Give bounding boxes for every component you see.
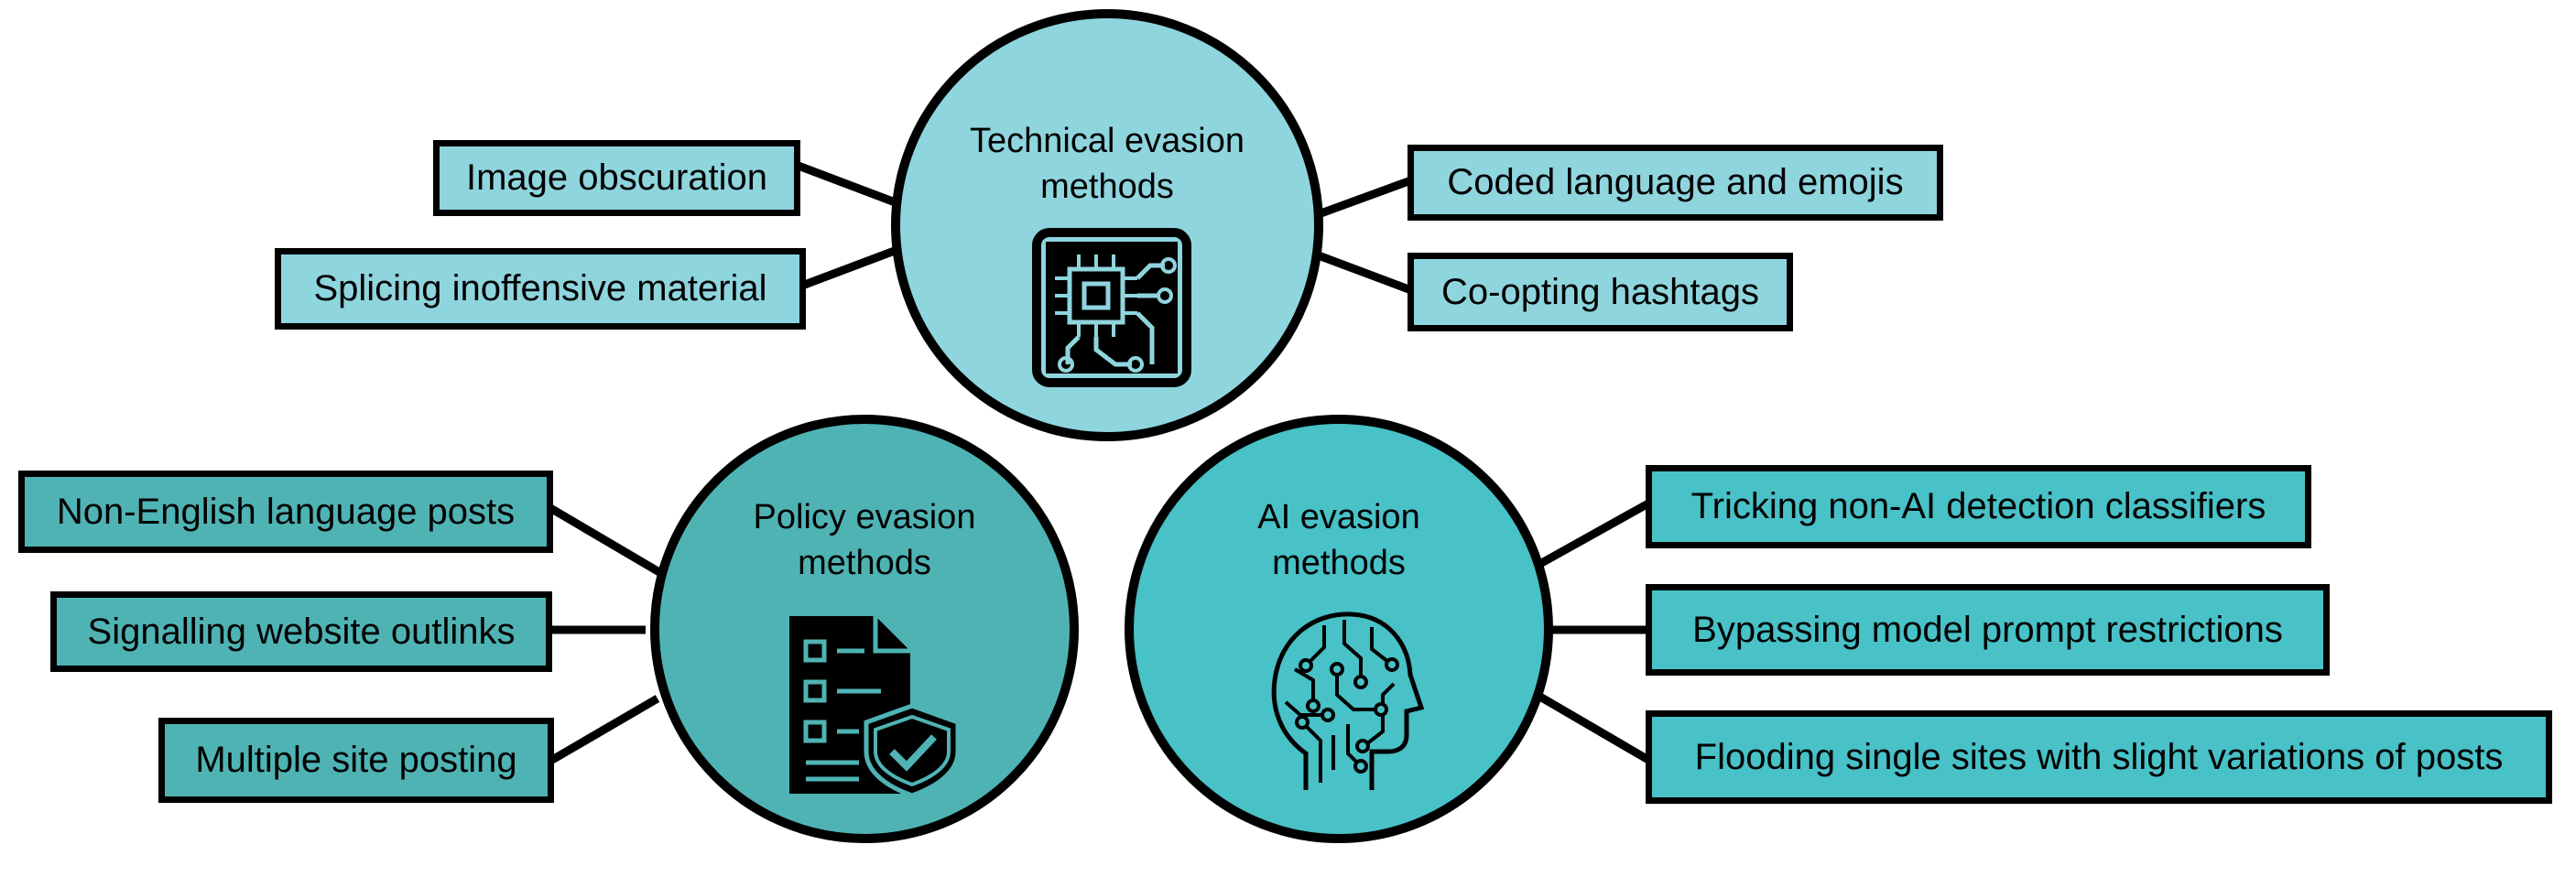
ai-title-line2: methods: [1272, 544, 1406, 582]
document-shield-check-icon: [786, 614, 969, 798]
box-non-english-language-posts: Non-English language posts: [18, 471, 553, 553]
box-splicing-inoffensive-material: Splicing inoffensive material: [275, 248, 806, 330]
connector-tricking: [1534, 500, 1651, 569]
box-image-obscuration: Image obscuration: [433, 140, 800, 216]
ai-evasion-circle: AI evasion methods: [1125, 415, 1553, 843]
connector-non-english: [548, 504, 662, 576]
connector-image-obscuration: [794, 160, 899, 208]
technical-evasion-circle: Technical evasion methods: [891, 9, 1323, 441]
connector-coded-language: [1314, 176, 1413, 220]
box-co-opting-hashtags: Co-opting hashtags: [1408, 253, 1793, 331]
connector-multiple-site: [549, 695, 660, 763]
policy-title-line2: methods: [798, 544, 931, 582]
circuit-chip-icon: [1031, 227, 1192, 388]
connector-flooding: [1536, 692, 1651, 763]
technical-title-line1: Technical evasion: [970, 122, 1245, 160]
box-tricking-non-ai-classifiers: Tricking non-AI detection classifiers: [1646, 465, 2311, 548]
connector-co-opting: [1314, 250, 1413, 295]
box-signalling-website-outlinks: Signalling website outlinks: [50, 591, 552, 672]
technical-title-line2: methods: [1040, 168, 1174, 206]
box-multiple-site-posting: Multiple site posting: [158, 718, 554, 803]
box-flooding-single-sites: Flooding single sites with slight variat…: [1646, 710, 2552, 804]
ai-title-line1: AI evasion: [1257, 498, 1420, 536]
ai-head-circuit-icon: [1269, 607, 1425, 799]
box-coded-language-emojis: Coded language and emojis: [1408, 145, 1943, 221]
box-bypassing-model-prompt-restrictions: Bypassing model prompt restrictions: [1646, 584, 2330, 676]
policy-evasion-circle: Policy evasion methods: [650, 415, 1079, 843]
policy-title-line1: Policy evasion: [753, 498, 976, 536]
connector-splicing: [800, 244, 901, 290]
